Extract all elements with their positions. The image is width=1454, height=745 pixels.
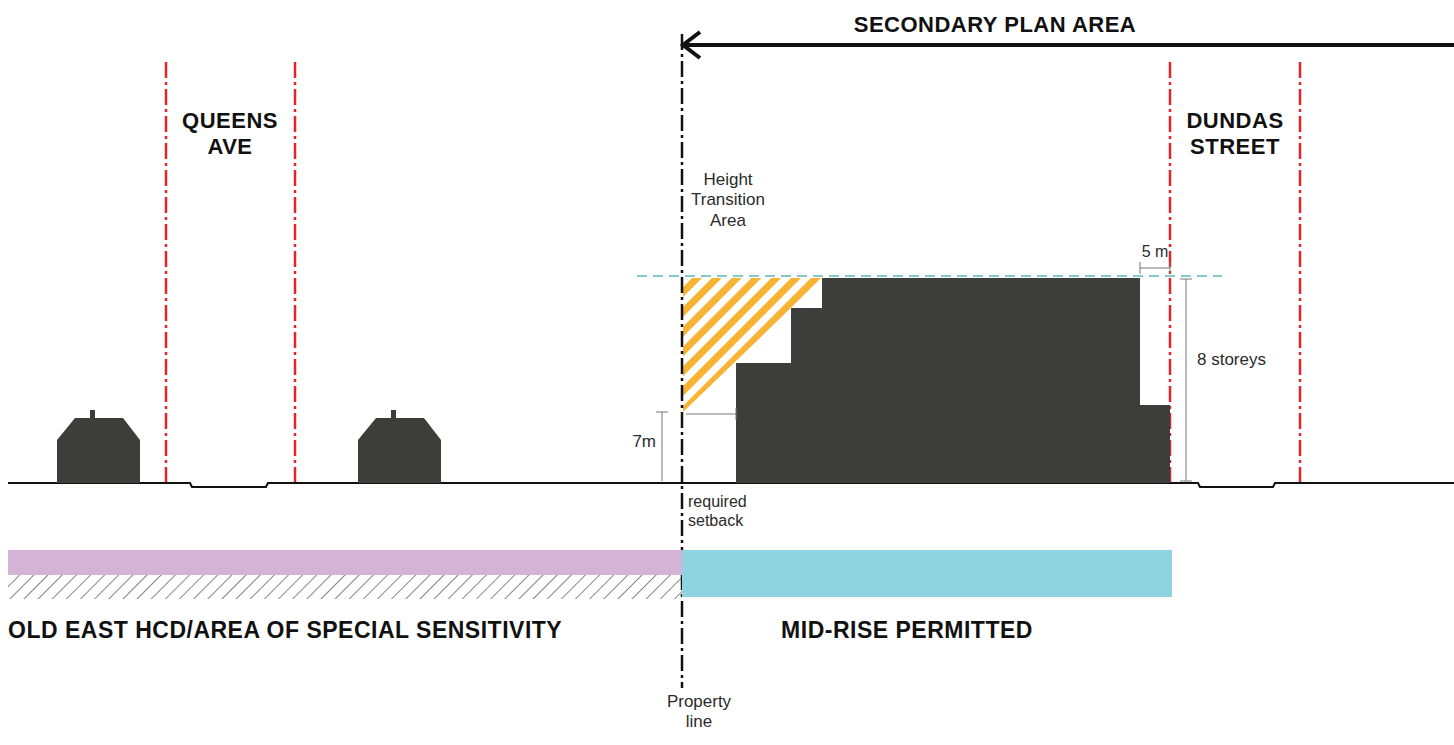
street-name: DUNDAS STREET: [1173, 108, 1297, 161]
setback-label: required setback: [688, 492, 768, 530]
zone-label: OLD EAST HCD/AREA OF SPECIAL SENSITIVITY: [8, 617, 562, 644]
transition-area-label: Height Transition Area: [686, 170, 770, 231]
property-line-label: Property line: [659, 692, 739, 733]
mid-rise-building: [736, 278, 1170, 483]
street-name: QUEENS AVE: [168, 108, 292, 161]
house-symbol: [57, 410, 441, 483]
plan-area-arrow: [686, 43, 1454, 47]
plan-area-title: SECONDARY PLAN AREA: [815, 12, 1175, 38]
band-hatch: [8, 575, 682, 599]
dimension-label: 5 m: [1135, 242, 1175, 261]
heritage-district-band: OLD EAST HCD/AREA OF SPECIAL SENSITIVITY: [8, 550, 682, 575]
dimension-label: 8 storeys: [1197, 350, 1287, 370]
max-height-line: [637, 275, 1222, 277]
arrow-head: [683, 32, 700, 58]
ground-line: [8, 483, 1454, 487]
mid-rise-band: MID-RISE PERMITTED: [682, 550, 1172, 597]
street-lines: [166, 62, 1300, 483]
zone-label: MID-RISE PERMITTED: [781, 617, 1033, 644]
height-transition-area: [683, 278, 822, 412]
dimension-label: 7m: [600, 432, 656, 452]
dimension-lines: [656, 262, 1192, 481]
